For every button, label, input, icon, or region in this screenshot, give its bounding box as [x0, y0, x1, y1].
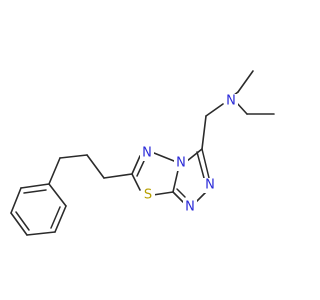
bond-ch2b-ch2c — [59, 154, 88, 159]
bond-n5-n6 — [195, 191, 207, 203]
bond-n6-c7-b — [176, 188, 186, 198]
bond-c3-n4 — [186, 148, 203, 162]
atom-s1: S — [144, 188, 152, 203]
bond-ph6-ph1-b — [23, 189, 47, 194]
bond-ethyl1-ch3 — [237, 70, 254, 93]
bond-ch2c-phenyl — [48, 157, 61, 185]
atom-n5: N — [205, 178, 215, 193]
bond-c3-n5-a — [201, 148, 210, 179]
bond-ch2a-ch2b — [86, 154, 105, 179]
bond-ph2-ph3 — [54, 205, 67, 233]
bond-c2-n1-b — [136, 160, 145, 177]
atom-n1: N — [142, 146, 152, 161]
molecule-structure: N N N N N S — [10, 70, 275, 236]
bond-ch2-c3 — [201, 115, 207, 150]
atom-n-amine: N — [226, 94, 236, 109]
atom-n6: N — [185, 200, 195, 215]
bond-n1-n4 — [153, 152, 175, 162]
bond-c3-n5-b — [196, 151, 205, 179]
bond-c2-n1 — [131, 155, 141, 175]
bond-ph1-ph2 — [48, 183, 67, 207]
bond-c2-ch2a — [103, 173, 133, 179]
bond-ph2-ph3-b — [50, 206, 61, 229]
bond-ph4-ph5 — [10, 212, 28, 236]
bond-ph3-ph4 — [26, 231, 56, 236]
bond-n6-c7 — [172, 191, 184, 203]
bond-ph4-ph5-b — [15, 211, 30, 231]
bond-s-c2 — [131, 173, 141, 191]
bond-c7-s — [152, 191, 174, 196]
atom-n4: N — [176, 156, 186, 171]
bond-ph6-ph1 — [20, 183, 50, 189]
bond-ph5-ph6 — [10, 187, 22, 214]
bond-n-ch2 — [205, 103, 224, 117]
